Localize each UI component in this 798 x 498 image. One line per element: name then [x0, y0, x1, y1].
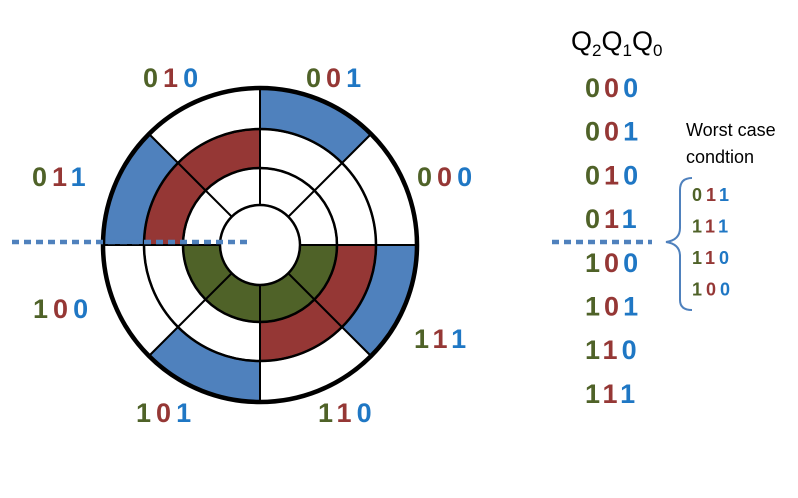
- q1-bit: 1: [706, 185, 716, 205]
- q1-bit: 0: [326, 63, 341, 93]
- q1-bit: 0: [604, 73, 619, 103]
- disk-hub: [218, 203, 302, 287]
- q0-bit: 1: [622, 204, 637, 234]
- q0-bit: 0: [357, 398, 372, 428]
- q0-bit: 1: [718, 217, 728, 237]
- encoder-disk: [100, 85, 420, 405]
- worst-case-label-line2: condtion: [686, 147, 754, 167]
- q2-bit: 1: [585, 248, 600, 278]
- q0-bit: 1: [451, 324, 466, 354]
- q0-bit: 0: [73, 294, 88, 324]
- q0-bit: 1: [620, 379, 635, 409]
- q2-bit: 1: [414, 324, 429, 354]
- worst-case-label-line1: Worst case: [686, 120, 776, 140]
- q1-bit: 0: [706, 280, 716, 300]
- ring-outline: [181, 166, 339, 324]
- q2-bit: 0: [143, 63, 158, 93]
- table-header: Q2Q1Q0: [571, 26, 662, 60]
- q1-bit: 1: [604, 204, 619, 234]
- q1-bit: 0: [604, 292, 619, 322]
- q0-bit: 1: [623, 292, 638, 322]
- q2-bit: 0: [32, 162, 47, 192]
- q1-bit: 1: [52, 162, 67, 192]
- q2-bit: 1: [692, 248, 702, 268]
- q1-bit: 0: [604, 117, 619, 147]
- q0-bit: 1: [346, 63, 361, 93]
- q1-bit: 0: [604, 248, 619, 278]
- q2-bit: 0: [585, 160, 600, 190]
- q1-bit: 1: [163, 63, 178, 93]
- q1-bit: 0: [156, 398, 171, 428]
- q2-bit: 0: [692, 185, 702, 205]
- q1-bit: 0: [437, 162, 452, 192]
- ring-outline: [142, 127, 378, 363]
- q0-bit: 1: [623, 117, 638, 147]
- q1-bit: 1: [603, 335, 618, 365]
- q2-bit: 1: [585, 379, 600, 409]
- q0-bit: 0: [457, 162, 472, 192]
- q2-bit: 1: [318, 398, 333, 428]
- q1-bit: 1: [705, 248, 715, 268]
- q0-bit: 0: [623, 248, 638, 278]
- q2-bit: 0: [417, 162, 432, 192]
- q1-bit: 1: [705, 217, 715, 237]
- q1-bit: 1: [337, 398, 352, 428]
- q0-bit: 0: [622, 335, 637, 365]
- q2-bit: 1: [33, 294, 48, 324]
- q1-bit: 1: [433, 324, 448, 354]
- q2-bit: 1: [585, 292, 600, 322]
- q0-bit: 0: [719, 248, 729, 268]
- q2-bit: 0: [306, 63, 321, 93]
- q2-bit: 1: [585, 335, 600, 365]
- q2-bit: 1: [136, 398, 151, 428]
- q0-bit: 0: [183, 63, 198, 93]
- q2-bit: 0: [585, 204, 600, 234]
- q1-bit: 1: [603, 379, 618, 409]
- q2-bit: 0: [585, 117, 600, 147]
- q0-bit: 0: [623, 160, 638, 190]
- q0-bit: 0: [720, 280, 730, 300]
- q2-bit: 1: [692, 280, 702, 300]
- q0-bit: 0: [623, 73, 638, 103]
- curly-brace: [665, 177, 693, 311]
- q2-bit: 0: [585, 73, 600, 103]
- q1-bit: 1: [604, 160, 619, 190]
- q0-bit: 1: [71, 162, 86, 192]
- q0-bit: 1: [176, 398, 191, 428]
- q0-bit: 1: [719, 185, 729, 205]
- disk-rim: [100, 85, 420, 405]
- q1-bit: 0: [53, 294, 68, 324]
- q2-bit: 1: [692, 217, 702, 237]
